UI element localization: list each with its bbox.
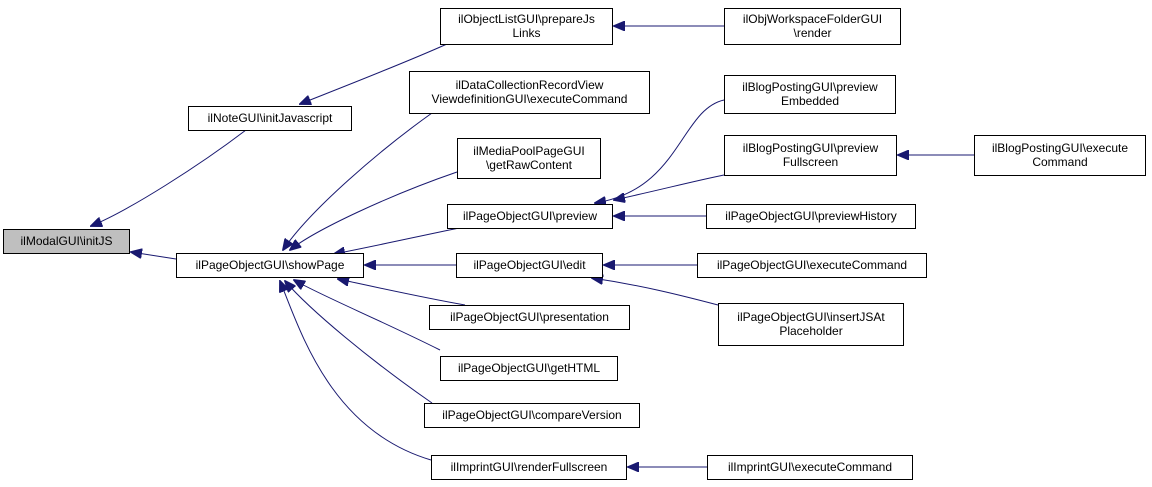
node-box [707, 455, 913, 480]
node-label: ilBlogPostingGUI\preview [743, 141, 879, 155]
node-page-gethtml[interactable]: ilPageObjectGUI\getHTML [440, 356, 618, 381]
node-label: ilPageObjectGUI\getHTML [458, 361, 600, 375]
node-box [188, 106, 352, 131]
node-box [3, 229, 130, 254]
node-imprint-renderfullscreen[interactable]: ilImprintGUI\renderFullscreen [431, 455, 627, 480]
node-label: ilBlogPostingGUI\preview [742, 80, 878, 94]
edges-layer [91, 26, 974, 467]
node-imprint-executecommand[interactable]: ilImprintGUI\executeCommand [707, 455, 913, 480]
edge-page-preview-to-page-showpage [334, 227, 460, 254]
node-label: ilPageObjectGUI\insertJSAt [737, 310, 885, 324]
edge-page-insertjsatplaceholder-to-page-edit [592, 278, 719, 306]
node-box [409, 71, 650, 114]
node-box [457, 138, 601, 179]
node-box [724, 75, 896, 114]
node-box [706, 204, 916, 229]
node-box [724, 8, 901, 45]
node-label: ilPageObjectGUI\showPage [196, 258, 345, 272]
node-page-executecommand[interactable]: ilPageObjectGUI\executeCommand [697, 253, 927, 278]
node-label: ilPageObjectGUI\executeCommand [717, 258, 907, 272]
node-label: ilPageObjectGUI\edit [473, 258, 586, 272]
node-box [724, 135, 897, 176]
edge-blog-previewembedded-to-page-preview [595, 99, 725, 203]
node-box [456, 253, 603, 278]
node-datacollection-executecommand[interactable]: ilDataCollectionRecordViewViewdefinition… [409, 71, 650, 114]
node-label: ilImprintGUI\renderFullscreen [451, 460, 608, 474]
node-blog-executecommand[interactable]: ilBlogPostingGUI\executeCommand [974, 135, 1146, 176]
node-box [424, 403, 640, 428]
edge-blog-previewfullscreen-to-page-preview [614, 174, 725, 200]
edge-page-presentation-to-page-showpage [338, 279, 466, 306]
node-label: ilMediaPoolPageGUI [473, 144, 584, 158]
node-box [974, 135, 1146, 176]
node-label: ilPageObjectGUI\compareVersion [442, 408, 621, 422]
node-label: ilPageObjectGUI\presentation [450, 310, 609, 324]
node-label: \getRawContent [486, 158, 573, 172]
node-page-showpage[interactable]: ilPageObjectGUI\showPage [176, 253, 364, 278]
edge-note-initjavascript-to-modal-initjs [91, 129, 247, 226]
node-label: ilNoteGUI\initJavascript [208, 111, 333, 125]
edge-page-showpage-to-modal-initjs [131, 252, 177, 260]
node-label: Embedded [781, 94, 839, 108]
node-box [447, 204, 613, 229]
node-label: ViewdefinitionGUI\executeCommand [432, 92, 628, 106]
node-label: ilDataCollectionRecordView [456, 78, 604, 92]
edge-datacollection-executecommand-to-page-showpage [283, 112, 433, 250]
node-label: ilPageObjectGUI\previewHistory [725, 209, 896, 223]
node-box [429, 305, 630, 330]
node-modal-initjs[interactable]: ilModalGUI\initJS [3, 229, 130, 254]
node-label: \render [793, 26, 831, 40]
edge-page-compareversion-to-page-showpage [285, 281, 433, 404]
nodes-layer: ilModalGUI\initJS ilNoteGUI\initJavascrip… [3, 8, 1146, 480]
node-box [718, 303, 904, 346]
node-box [431, 455, 627, 480]
node-box [440, 8, 613, 45]
node-box [440, 356, 618, 381]
edge-page-gethtml-to-page-showpage [294, 280, 441, 351]
node-page-edit[interactable]: ilPageObjectGUI\edit [456, 253, 603, 278]
edge-imprint-renderfullscreen-to-page-showpage [280, 281, 432, 461]
node-label: ilObjWorkspaceFolderGUI [743, 12, 882, 26]
node-label: ilImprintGUI\executeCommand [728, 460, 892, 474]
node-page-previewhistory[interactable]: ilPageObjectGUI\previewHistory [706, 204, 916, 229]
node-page-compareversion[interactable]: ilPageObjectGUI\compareVersion [424, 403, 640, 428]
edge-mediapool-getrawcontent-to-page-showpage [290, 171, 458, 250]
node-label: ilBlogPostingGUI\execute [992, 141, 1128, 155]
node-workspacefolder-render[interactable]: ilObjWorkspaceFolderGUI\render [724, 8, 901, 45]
node-label: Placeholder [779, 324, 842, 338]
node-label: ilPageObjectGUI\preview [463, 209, 597, 223]
node-page-preview[interactable]: ilPageObjectGUI\preview [447, 204, 613, 229]
node-label: Fullscreen [783, 155, 838, 169]
node-mediapool-getrawcontent[interactable]: ilMediaPoolPageGUI\getRawContent [457, 138, 601, 179]
node-page-presentation[interactable]: ilPageObjectGUI\presentation [429, 305, 630, 330]
node-label: Links [512, 26, 540, 40]
node-box [176, 253, 364, 278]
node-note-initjavascript[interactable]: ilNoteGUI\initJavascript [188, 106, 352, 131]
node-label: ilObjectListGUI\prepareJs [458, 12, 595, 26]
node-label: ilModalGUI\initJS [20, 234, 112, 248]
node-box [697, 253, 927, 278]
node-label: Command [1032, 155, 1087, 169]
edge-objlist-preparejslinks-to-note-initjavascript [300, 43, 448, 104]
